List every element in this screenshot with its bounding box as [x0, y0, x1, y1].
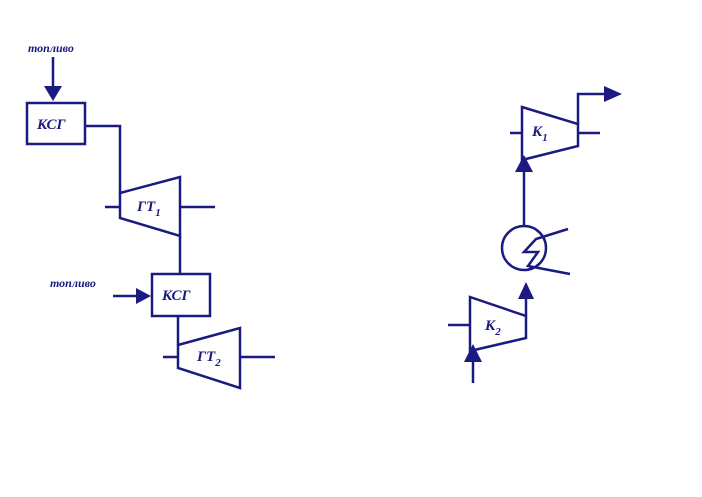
- combustor-2-label: КСГ: [161, 288, 191, 304]
- fuel-arrow-mid: [136, 288, 151, 304]
- combustor-1-label: КСГ: [36, 117, 66, 133]
- compressor-1-label: К1: [531, 124, 548, 144]
- turbine-2-shape: [176, 326, 242, 390]
- intercooler-circle: [500, 224, 548, 272]
- compressor-1-outlet-arrow: [604, 86, 622, 102]
- combustor-2-box: [150, 272, 212, 318]
- turbine-1-label: ГТ1: [136, 199, 161, 219]
- compressor-2-label: К2: [484, 318, 501, 338]
- turbine-2-label: ГТ2: [196, 349, 221, 369]
- compressor-2-inlet-arrow: [464, 344, 482, 362]
- connector-ksg1-gt1: [85, 124, 122, 193]
- k2-to-cooler-arrow: [518, 282, 534, 299]
- intercooler-coil: [521, 227, 571, 276]
- cooler-to-k1-arrow: [515, 155, 533, 172]
- fuel-arrow-top: [44, 86, 62, 101]
- compressor-2-shape: [468, 295, 528, 353]
- compressor-1-outlet-line: [576, 92, 608, 124]
- fuel-label-top: топливо: [28, 41, 74, 55]
- fuel-label-mid: топливо: [50, 276, 96, 290]
- combustor-1-box: [25, 101, 87, 146]
- compressor-1-shape: [520, 105, 580, 162]
